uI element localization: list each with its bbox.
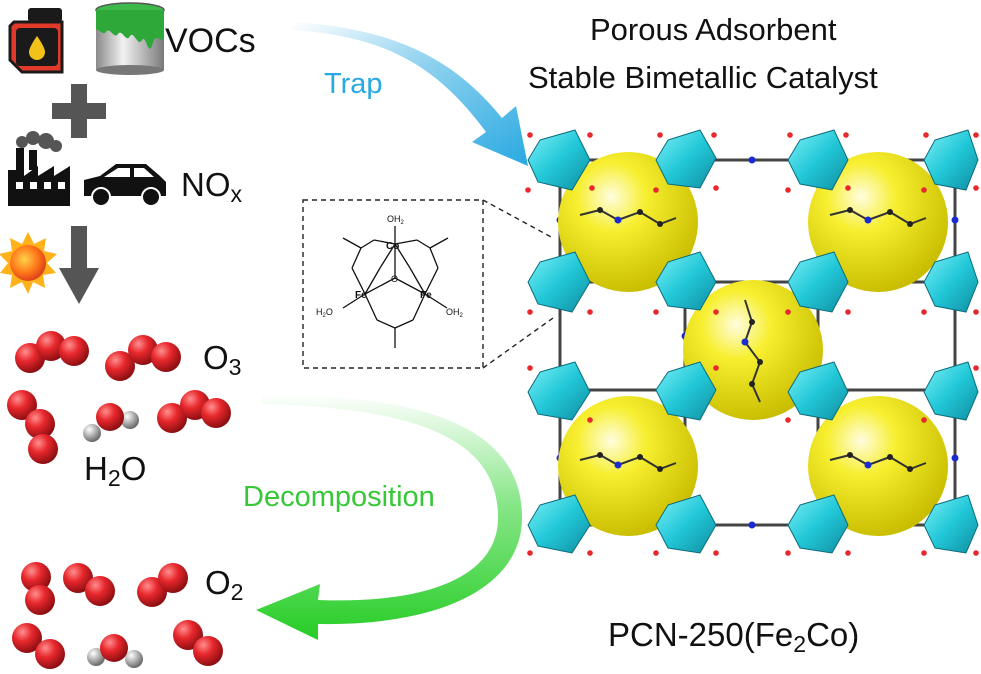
inset-oh2-right: OH2 <box>446 307 464 319</box>
label-vocs: VOCs <box>165 22 256 60</box>
mof-framework <box>525 129 979 556</box>
ozone-molecules <box>7 331 231 464</box>
label-h2o: H2O <box>84 450 147 491</box>
paint-bucket-icon <box>95 2 165 75</box>
water-molecule <box>83 403 139 442</box>
car-icon <box>84 164 166 207</box>
label-nox: NOx <box>181 166 243 207</box>
fuel-can-icon <box>8 8 64 74</box>
label-o3: O3 <box>203 339 242 380</box>
factory-icon <box>8 131 70 206</box>
inset-fe-left: Fe <box>355 290 367 301</box>
title-porous-adsorbent: Porous Adsorbent <box>590 12 837 47</box>
inset-fe-right: Fe <box>420 290 432 301</box>
oxygen-molecules <box>12 562 223 669</box>
label-trap: Trap <box>324 68 383 100</box>
down-arrow-icon <box>59 226 99 304</box>
plus-icon <box>52 84 106 138</box>
cluster-inset: OH2 Co Fe Fe O H2O OH2 <box>302 199 554 369</box>
label-pcn-250: PCN-250(Fe2Co) <box>608 616 860 657</box>
inset-co: Co <box>386 241 399 252</box>
decomposition-arrow <box>256 394 523 640</box>
inset-h2o-left: H2O <box>316 307 333 319</box>
sun-icon <box>0 232 57 294</box>
label-decomposition: Decomposition <box>243 481 435 513</box>
inset-o-center: O <box>391 274 398 284</box>
title-stable-bimetallic-catalyst: Stable Bimetallic Catalyst <box>528 60 878 95</box>
inset-oh2-top: OH2 <box>387 214 405 226</box>
label-o2: O2 <box>205 564 244 605</box>
trap-arrow <box>292 22 528 166</box>
